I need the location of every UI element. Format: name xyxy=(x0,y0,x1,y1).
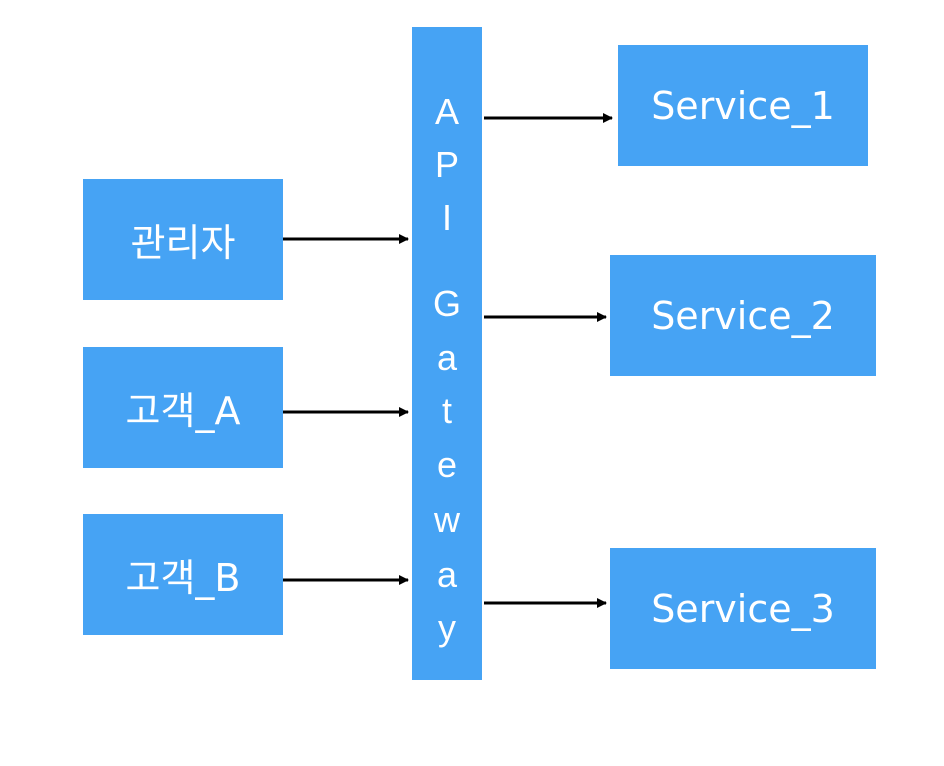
service-label-2: Service_2 xyxy=(651,293,835,338)
service-box-2: Service_2 xyxy=(610,255,876,376)
gateway-char: t xyxy=(441,390,452,431)
service-label-1: Service_1 xyxy=(651,83,835,128)
service-box-1: Service_1 xyxy=(618,45,868,166)
gateway-char: a xyxy=(436,337,458,378)
gateway-char: P xyxy=(434,144,459,185)
client-box-admin: 관리자 xyxy=(83,179,283,300)
gateway-char: w xyxy=(434,499,460,540)
client-label-admin: 관리자 xyxy=(130,221,236,265)
gateway-char: y xyxy=(438,607,456,648)
gateway-char: I xyxy=(441,197,452,238)
client-label-customer-b: 고객_B xyxy=(125,556,241,600)
gateway-char: A xyxy=(434,91,459,132)
gateway-char: G xyxy=(432,283,461,324)
gateway-char: a xyxy=(436,554,458,595)
client-box-customer-b: 고객_B xyxy=(83,514,283,635)
service-label-3: Service_3 xyxy=(651,586,835,631)
api-gateway-bar: A P I G a t e w a y xyxy=(412,27,482,680)
client-label-customer-a: 고객_A xyxy=(125,389,241,433)
gateway-char: e xyxy=(436,444,458,485)
client-box-customer-a: 고객_A xyxy=(83,347,283,468)
service-box-3: Service_3 xyxy=(610,548,876,669)
